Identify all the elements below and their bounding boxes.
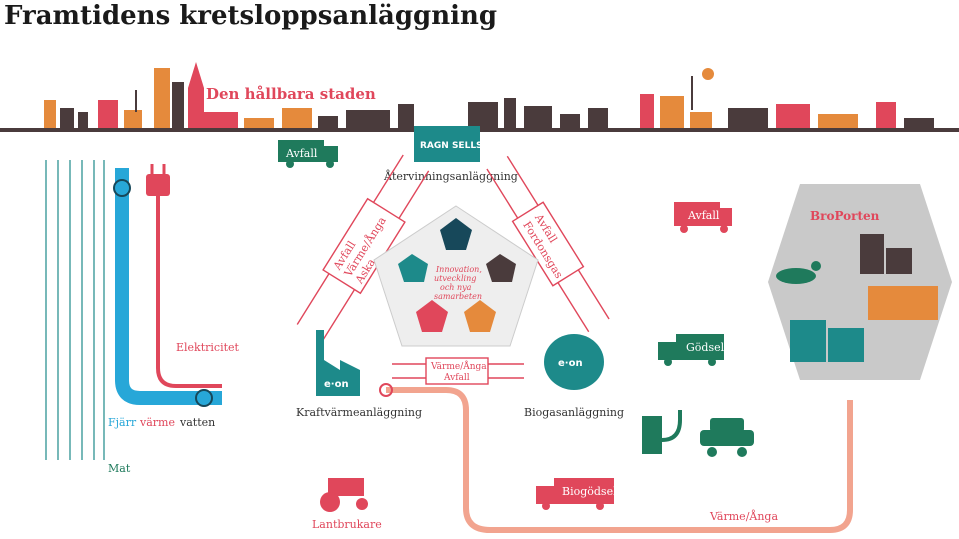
city-skyline [0,62,959,132]
hay-bales-icon [868,286,938,320]
district-heating-mid: värme [139,416,175,429]
manure-truck-label: Gödsel [686,341,725,354]
chp-plant-label: Kraftvärmeanläggning [296,406,422,419]
middle-arrow-line2: Avfall [443,373,470,383]
innovation-pentagon [373,205,539,347]
innovation-l2: utveckling [434,274,476,283]
tractor-icon [320,478,368,512]
innovation-l4: samarbeten [434,292,482,301]
sun-icon [702,68,714,80]
pentagon-navy [440,218,472,250]
fuel-pump-icon [642,410,682,454]
electricity-cable [156,196,222,388]
pipe-valve-icon [379,383,393,397]
broporten-label: BroPorten [810,209,880,223]
truck-label-avfall-right: Avfall [687,209,720,222]
heat-steam-label: Värme/Ånga [709,509,778,523]
city-label: Den hållbara staden [206,85,376,103]
wheat-field-icon [45,160,105,460]
biogas-plant-label: Biogasanläggning [524,406,624,419]
food-label: Mat [108,462,131,475]
valve-icon-top [113,179,131,197]
electricity-label: Elektricitet [176,341,240,354]
recycling-plant-label: Återvinningsanläggning [383,169,518,183]
plug-icon [146,164,170,196]
farmer-label: Lantbrukare [312,518,382,531]
district-heating-prefix: Fjärr [108,416,137,429]
barn-icon [790,320,864,362]
pentagon-teal [398,254,428,282]
innovation-l3: och nya [440,283,472,292]
pentagon-red [416,300,448,332]
middle-arrow-line1: Värme/Ånga [430,360,487,372]
ragnsells-logo [414,126,480,162]
biomanure-truck-label: Biogödsel [562,485,617,498]
biomanure-truck-icon [536,478,614,510]
horse-icon [776,261,821,284]
arrow-chp-biogas [392,357,524,385]
ragnsells-logo-text: RAGN SELLS [420,141,483,151]
car-icon [700,418,754,457]
pentagon-orange [464,300,496,332]
manure-truck-icon [658,334,724,366]
district-heating-pipe [115,168,222,405]
silo-icon [860,234,912,274]
biogas-plant-icon [544,334,604,390]
page-title: Framtidens kretsloppsanläggning [4,1,497,31]
truck-icon-avfall-right [674,202,732,233]
eon-logo-biogas: e·on [558,358,583,369]
valve-icon-bottom [195,389,213,407]
district-heating-suffix: vatten [179,416,215,429]
innovation-l1: Innovation, [435,265,482,274]
eon-logo-chp: e·on [324,379,349,390]
truck-icon-avfall-top [278,140,338,168]
pentagon-dark [486,254,516,282]
heat-pipe [386,387,853,533]
truck-label-avfall-top: Avfall [285,147,318,160]
chp-plant-icon [316,330,360,396]
